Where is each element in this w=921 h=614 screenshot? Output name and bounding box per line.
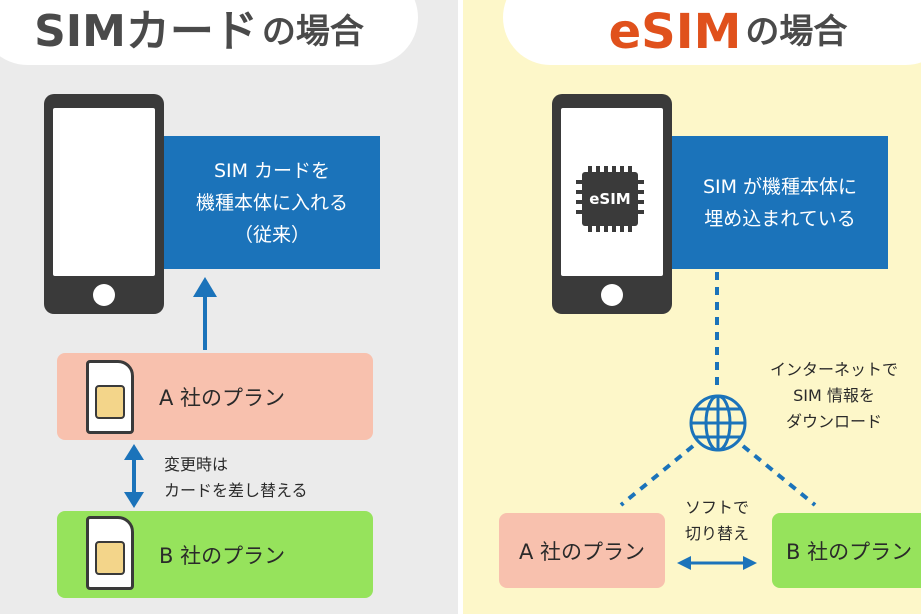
phone-screen — [53, 108, 155, 276]
plan-b-label: B 社のプラン — [159, 543, 286, 568]
title-suffix: の場合 — [745, 11, 848, 52]
right-connectors — [619, 272, 817, 570]
switch-line: ソフトで — [684, 498, 749, 517]
up-arrow-head — [193, 277, 217, 297]
plan-b-label: B 社のプラン — [786, 539, 913, 564]
sim-chip — [95, 385, 125, 419]
box-line: （従来） — [233, 223, 310, 246]
panel-divider — [458, 0, 463, 614]
title-suffix: の場合 — [261, 11, 364, 52]
esim-title: eSIM の場合 — [503, 0, 921, 65]
sim-card-title: SIMカード の場合 — [0, 0, 418, 65]
box-line: SIM カードを — [213, 159, 331, 182]
box-line: SIM が機種本体に — [702, 175, 858, 198]
download-note: インターネットで SIM 情報を ダウンロード — [747, 357, 921, 435]
title-main: eSIM — [608, 3, 742, 60]
left-arrows — [124, 277, 217, 508]
swap-line: カードを差し替える — [164, 481, 308, 500]
sim-card-icon — [86, 516, 134, 590]
title-main: SIMカード — [34, 5, 258, 57]
swap-note: 変更時は カードを差し替える — [164, 452, 308, 504]
phone-home-button — [93, 284, 115, 306]
plan-b-link — [741, 444, 817, 507]
box-line: 埋め込まれている — [704, 207, 856, 230]
swap-arrow-head-down — [124, 492, 144, 508]
esim-chip-icon — [576, 166, 644, 232]
esim-panel: eSIM の場合 eSIM SIM が機種本体に 埋め込まれている — [463, 0, 921, 614]
box-line: 機種本体に入れる — [195, 191, 348, 214]
esim-plan-a-box: A 社のプラン — [499, 513, 665, 588]
sim-chip — [95, 541, 125, 575]
download-line-text: SIM 情報を — [793, 386, 875, 405]
double-arrow-icon — [677, 556, 757, 570]
switch-line: 切り替え — [684, 524, 749, 543]
phone-icon — [44, 94, 164, 314]
phone-home-button — [601, 284, 623, 306]
insert-card-box: SIM カードを 機種本体に入れる （従来） — [164, 136, 380, 269]
esim-plan-b-box: B 社のプラン — [772, 513, 921, 588]
plan-a-link — [619, 444, 695, 507]
plan-a-label: A 社のプラン — [518, 539, 646, 564]
switch-note: ソフトで 切り替え — [667, 495, 767, 547]
sim-card-panel: SIMカード の場合 SIM カードを 機種本体に入れる （従来） A 社のプラ… — [0, 0, 458, 614]
sim-card-icon — [86, 360, 134, 434]
swap-arrow-head-up — [124, 444, 144, 460]
esim-chip-label: eSIM — [589, 190, 631, 208]
embedded-box: SIM が機種本体に 埋め込まれている — [672, 136, 888, 269]
plan-a-label: A 社のプラン — [159, 385, 286, 410]
globe-icon — [689, 394, 747, 452]
download-line-text: インターネットで — [769, 360, 898, 379]
swap-line: 変更時は — [164, 455, 229, 474]
download-line-text: ダウンロード — [785, 412, 882, 431]
